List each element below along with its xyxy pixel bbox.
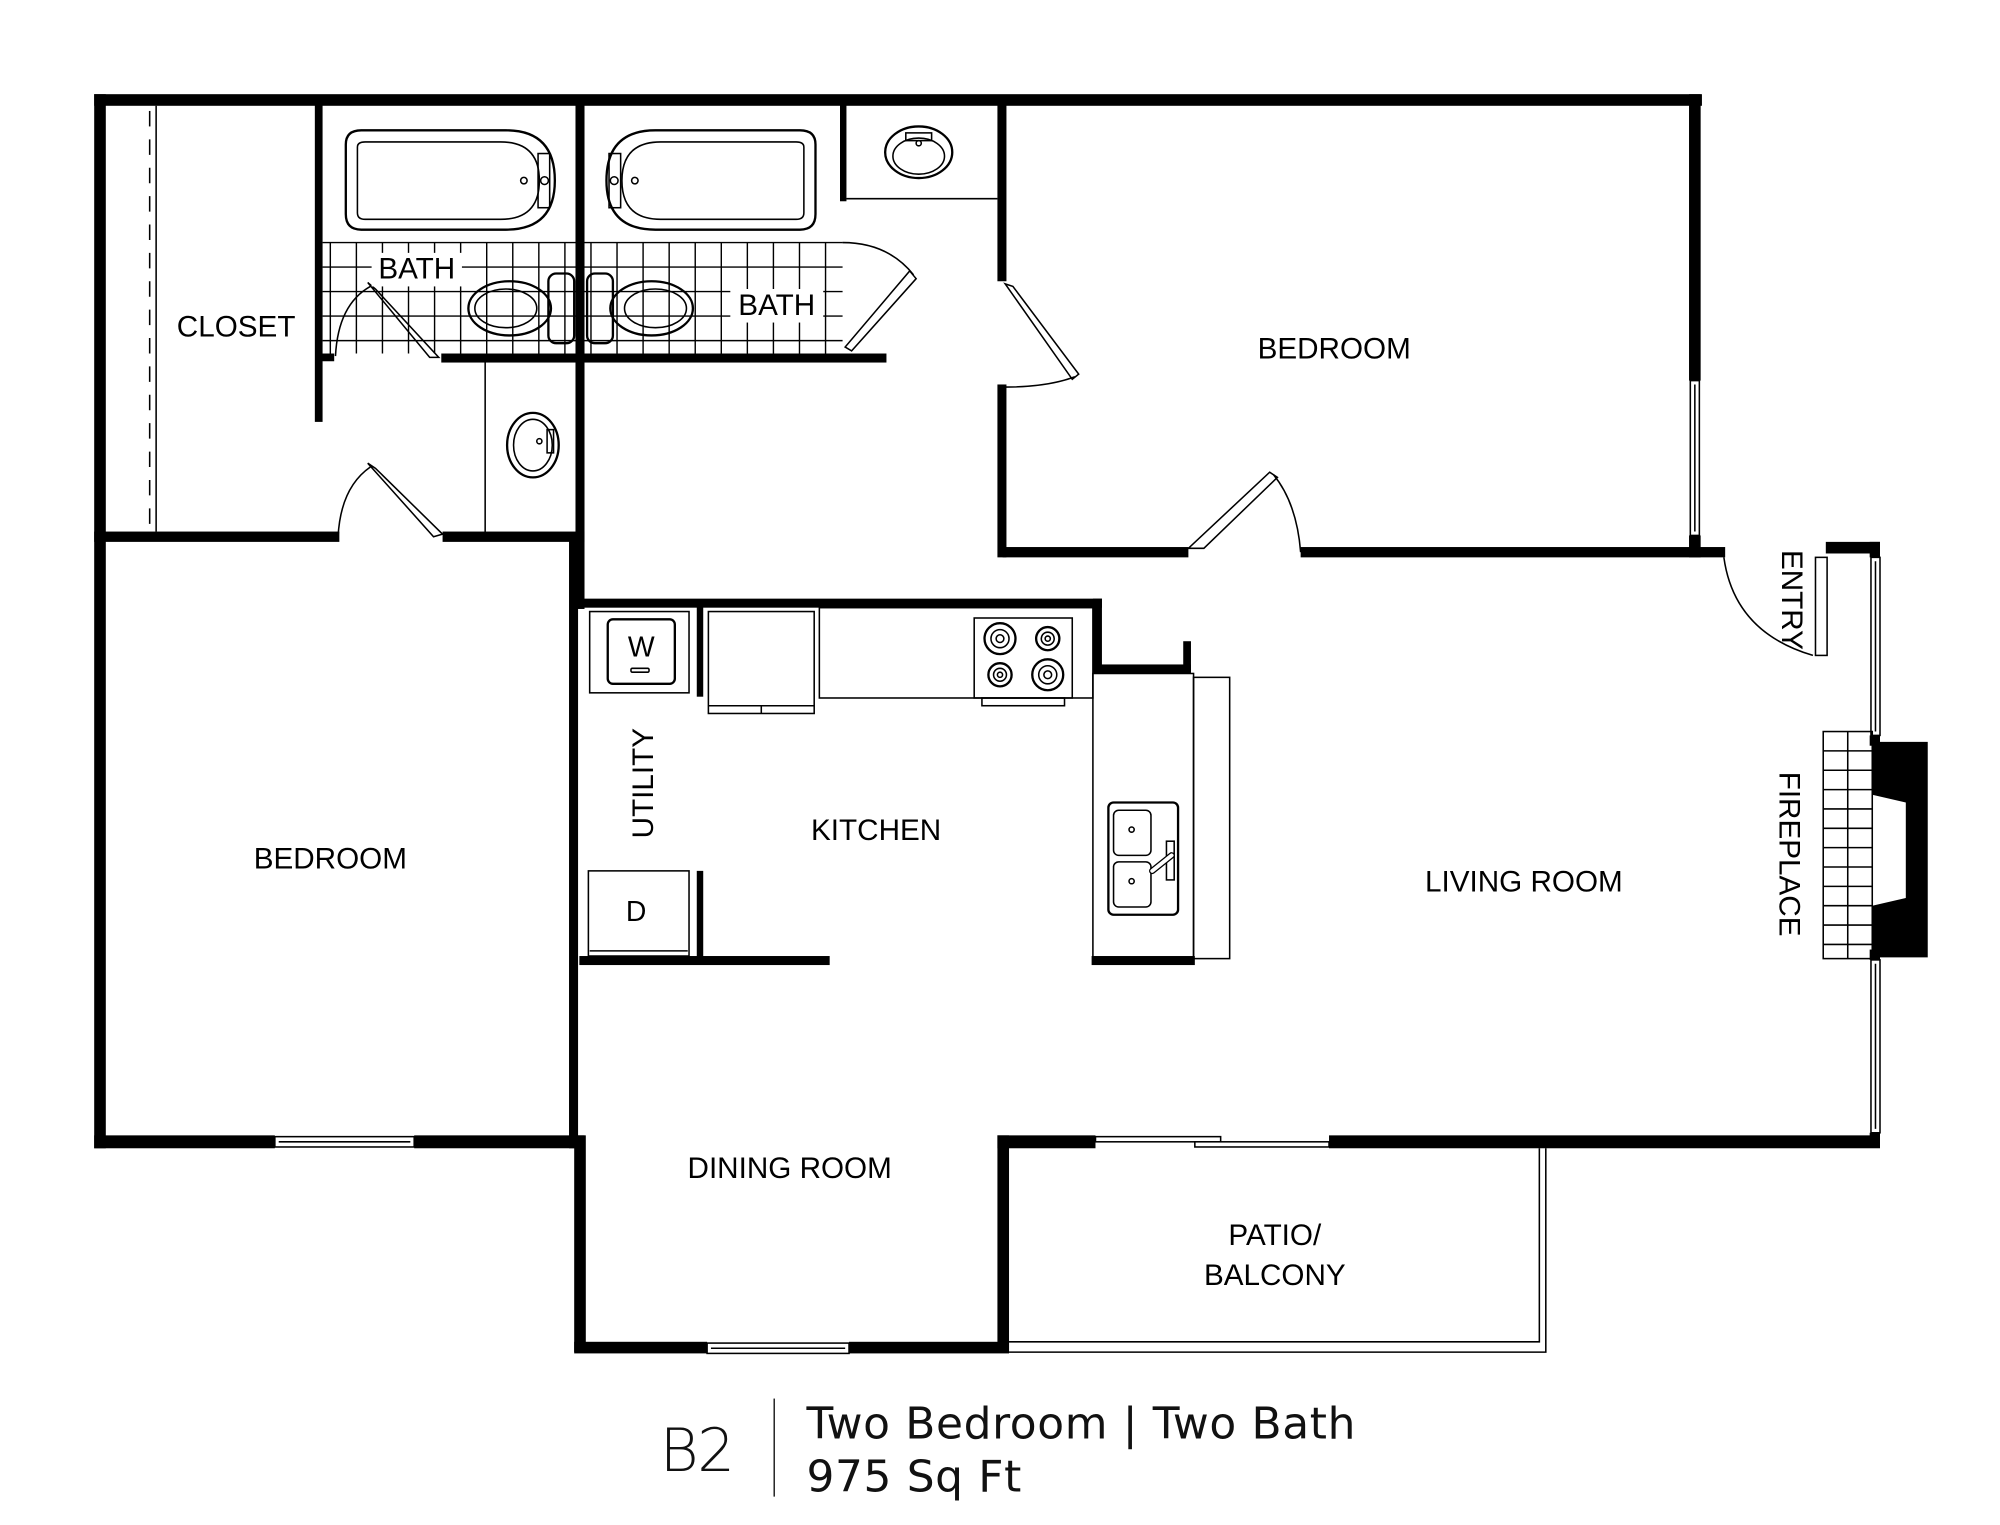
bedroom-lower-label: BEDROOM (254, 842, 407, 875)
bath-tile-floor (322, 241, 843, 354)
room-labels: CLOSET BATH BATH BEDROOM BEDROOM UTILITY… (177, 253, 1808, 1292)
entry-door (1723, 556, 1828, 657)
living-room-label: LIVING ROOM (1425, 866, 1623, 899)
dryer[interactable]: D (587, 870, 690, 957)
toilet-2 (585, 272, 695, 345)
kitchen-label: KITCHEN (811, 814, 941, 847)
closet-rod (148, 105, 157, 532)
counter-top (818, 606, 1094, 699)
vanity-2 (846, 125, 998, 200)
plan-code: B2 (660, 1416, 734, 1485)
plan-area: 975 Sq Ft (806, 1451, 1022, 1502)
windows (274, 379, 1881, 1355)
closet-label: CLOSET (177, 311, 296, 344)
bedroom-upper-door (1003, 282, 1080, 388)
bath-1-label: BATH (378, 253, 455, 286)
fireplace-label: FIREPLACE (1772, 772, 1805, 937)
patio-outline (1009, 1148, 1547, 1353)
bath-1-door (334, 281, 441, 359)
bath-2-label: BATH (738, 289, 815, 322)
toilet-1 (467, 272, 576, 345)
utility-label: UTILITY (627, 728, 660, 839)
washer-label: W (628, 632, 655, 664)
dryer-label: D (626, 896, 647, 928)
bathtub-2 (605, 129, 817, 231)
bath-2-door (842, 241, 918, 352)
vanity-1 (484, 361, 560, 535)
fireplace-hearth (1822, 730, 1874, 960)
bathtub-1 (344, 129, 557, 231)
kitchen-sink (1107, 801, 1180, 916)
kitchen-island-counter (1092, 672, 1231, 960)
bedroom-upper-door-2 (1186, 471, 1302, 553)
plan-description: Two Bedroom | Two Bath (805, 1399, 1356, 1450)
walls (94, 94, 1928, 1354)
patio-label-line-2: BALCONY (1204, 1259, 1346, 1292)
plan-caption: B2 Two Bedroom | Two Bath 975 Sq Ft (660, 1399, 1356, 1503)
refrigerator (707, 610, 815, 715)
entry-label: ENTRY (1775, 550, 1808, 650)
closet-door (337, 462, 445, 538)
washer[interactable]: W (588, 610, 690, 694)
bedroom-upper-label: BEDROOM (1258, 333, 1411, 366)
stove (973, 617, 1074, 707)
patio-label-line-1: PATIO/ (1228, 1219, 1322, 1252)
dining-room-label: DINING ROOM (688, 1152, 892, 1185)
